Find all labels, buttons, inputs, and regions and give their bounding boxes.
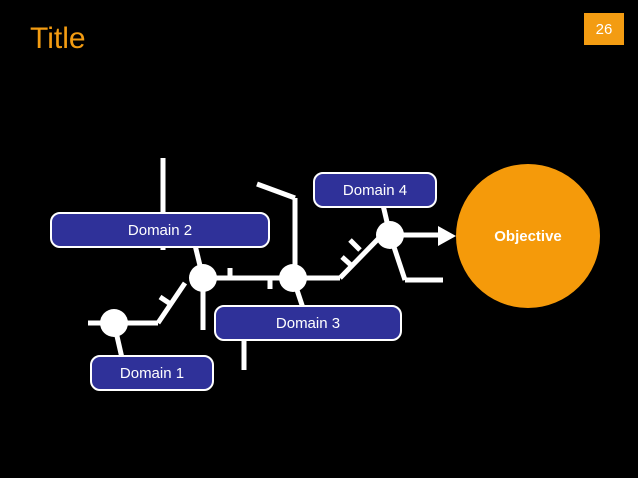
- path-line: [338, 235, 382, 280]
- domain-4-box: Domain 4: [313, 172, 437, 208]
- domain-1-box: Domain 1: [90, 355, 214, 391]
- objective-circle: Objective: [456, 164, 600, 308]
- arrow-head: [438, 226, 456, 246]
- path-line: [340, 255, 354, 268]
- junction-node: [100, 309, 128, 337]
- junction-node: [189, 264, 217, 292]
- junction-node: [279, 264, 307, 292]
- path-line: [158, 294, 174, 308]
- page-number-badge: 26: [584, 13, 624, 45]
- domain-3-box: Domain 3: [214, 305, 402, 341]
- path-line: [256, 181, 296, 201]
- junction-node: [376, 221, 404, 249]
- path-line: [348, 238, 362, 252]
- domain-2-box: Domain 2: [50, 212, 270, 248]
- slide-title: Title: [30, 22, 86, 55]
